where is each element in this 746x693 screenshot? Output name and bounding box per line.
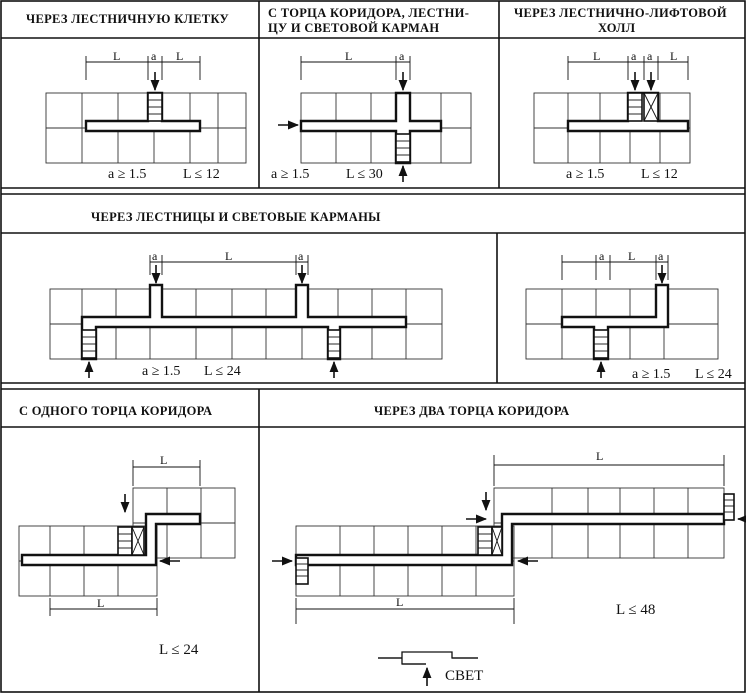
building-plan <box>45 72 247 164</box>
svg-text:a: a <box>631 49 637 63</box>
condition-l: L ≤ 12 <box>183 167 220 182</box>
panel-one-corridor-end: С ОДНОГО ТОРЦА КОРИДОРА L <box>18 404 236 658</box>
svg-text:ЧЕРЕЗ ЛЕСТНИЧНО-ЛИФТОВОЙ: ЧЕРЕЗ ЛЕСТНИЧНО-ЛИФТОВОЙ <box>514 6 727 20</box>
svg-text:L: L <box>396 595 403 609</box>
corridor <box>20 512 202 567</box>
panel-two-corridor-ends: ЧЕРЕЗ ДВА ТОРЦА КОРИДОРА <box>272 404 746 686</box>
light-legend: СВЕТ <box>378 651 483 686</box>
svg-text:L: L <box>113 49 120 63</box>
building-plan <box>272 487 746 597</box>
svg-text:L: L <box>596 449 603 463</box>
svg-text:L: L <box>593 49 600 63</box>
dimension-line: a L a <box>149 249 309 275</box>
svg-text:ЦУ И СВЕТОВОЙ КАРМАН: ЦУ И СВЕТОВОЙ КАРМАН <box>268 21 439 35</box>
svg-text:L ≤ 24: L ≤ 24 <box>159 642 199 658</box>
panel-title: ЧЕРЕЗ ЛЕСТНИЧНУЮ КЛЕТКУ <box>26 12 229 26</box>
building-plan <box>525 265 719 378</box>
svg-text:a: a <box>151 49 157 63</box>
svg-text:a: a <box>399 49 405 63</box>
corridor <box>84 91 202 133</box>
stair-icon <box>723 493 735 521</box>
corridor <box>80 283 408 361</box>
panel-title: С ОДНОГО ТОРЦА КОРИДОРА <box>19 404 212 418</box>
panel-stair-cell: ЧЕРЕЗ ЛЕСТНИЧНУЮ КЛЕТКУ L a L a ≥ 1.5 L … <box>26 12 247 182</box>
corridor <box>560 283 670 361</box>
svg-text:L ≤ 12: L ≤ 12 <box>641 167 678 182</box>
panel-pocket-stair: a L a a ≥ 1.5 L ≤ 24 <box>525 249 732 382</box>
svg-text:L: L <box>97 596 104 610</box>
corridor <box>294 512 726 567</box>
building-plan <box>49 265 443 378</box>
panel-end-stair-pocket: С ТОРЦА КОРИДОРА, ЛЕСТНИ- ЦУ И СВЕТОВОЙ … <box>268 6 472 182</box>
svg-text:a: a <box>298 249 304 263</box>
dimension-line: L L <box>49 453 201 616</box>
svg-text:a: a <box>599 249 605 263</box>
svg-text:L: L <box>670 49 677 63</box>
dimension-line: L a <box>300 49 411 80</box>
svg-text:a: a <box>658 249 664 263</box>
svg-text:a ≥ 1.5: a ≥ 1.5 <box>271 167 309 182</box>
dimension-line: a L a <box>561 249 669 280</box>
dimension-line: L a L <box>85 49 201 80</box>
svg-text:L: L <box>160 453 167 467</box>
svg-text:L: L <box>345 49 352 63</box>
svg-text:L: L <box>176 49 183 63</box>
panel-title: ЧЕРЕЗ ЛЕСТНИЦЫ И СВЕТОВЫЕ КАРМАНЫ <box>91 210 381 224</box>
svg-text:a ≥ 1.5: a ≥ 1.5 <box>142 364 180 379</box>
svg-text:ХОЛЛ: ХОЛЛ <box>598 21 636 35</box>
svg-text:a ≥ 1.5: a ≥ 1.5 <box>632 367 670 382</box>
svg-text:L ≤ 24: L ≤ 24 <box>204 364 241 379</box>
svg-text:a: a <box>152 249 158 263</box>
svg-text:L: L <box>628 249 635 263</box>
panel-stair-lift-hall: ЧЕРЕЗ ЛЕСТНИЧНО-ЛИФТОВОЙ ХОЛЛ L a <box>514 6 727 182</box>
dimension-line: L a a L <box>567 49 689 80</box>
svg-text:L ≤ 48: L ≤ 48 <box>616 602 655 618</box>
panel-title: ЧЕРЕЗ ДВА ТОРЦА КОРИДОРА <box>374 404 570 418</box>
svg-text:a ≥ 1.5: a ≥ 1.5 <box>566 167 604 182</box>
svg-text:С ТОРЦА КОРИДОРА, ЛЕСТНИ-: С ТОРЦА КОРИДОРА, ЛЕСТНИ- <box>268 6 469 20</box>
stair-icon <box>295 557 309 585</box>
building-plan <box>18 487 236 597</box>
svg-text:L: L <box>225 249 232 263</box>
condition-a: a ≥ 1.5 <box>108 167 146 182</box>
dimension-line: L L <box>295 449 725 624</box>
building-plan <box>533 72 691 164</box>
svg-text:L ≤ 30: L ≤ 30 <box>346 167 383 182</box>
panel-stairs-and-pockets: ЧЕРЕЗ ЛЕСТНИЦЫ И СВЕТОВЫЕ КАРМАНЫ <box>49 210 443 379</box>
svg-text:L ≤ 24: L ≤ 24 <box>695 367 732 382</box>
legend-label: СВЕТ <box>445 668 483 684</box>
svg-text:a: a <box>647 49 653 63</box>
building-plan <box>278 72 472 182</box>
